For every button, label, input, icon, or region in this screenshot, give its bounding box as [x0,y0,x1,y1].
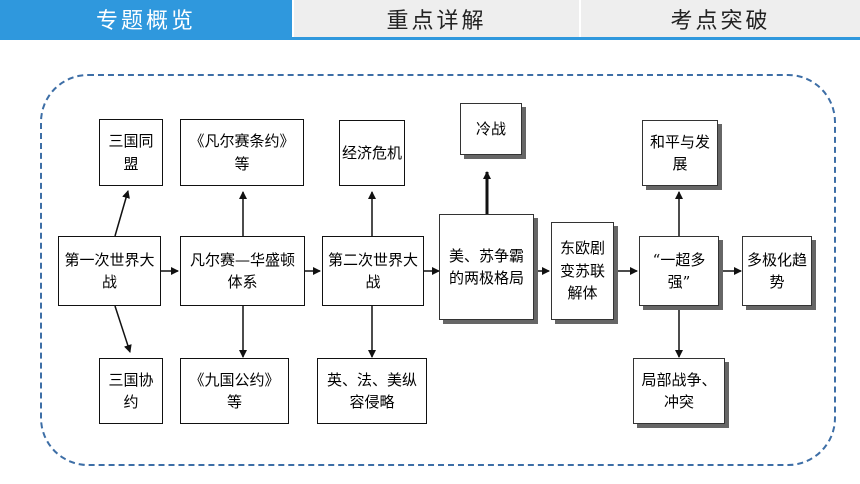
node-nine-power: 《九国公约》等 [180,358,289,424]
node-economic-crisis: 经济危机 [339,120,405,186]
node-vw-system: 凡尔赛—华盛顿体系 [180,236,305,306]
diagram-frame [40,74,836,466]
tab-key-points[interactable]: 重点详解 [292,0,579,37]
node-ww1: 第一次世界大战 [58,236,161,306]
node-conflicts: 局部战争、冲突 [633,358,725,424]
node-triple-alliance: 三国同盟 [99,119,163,186]
node-multipolar: 多极化趋势 [742,236,812,306]
node-cold-war: 冷战 [460,103,522,155]
tab-underline [0,37,860,40]
node-peace: 和平与发展 [642,120,718,186]
node-collapse: 东欧剧变苏联解体 [551,222,614,320]
arrow-ww1-to-alliance [114,190,130,237]
node-triple-entente: 三国协约 [99,358,163,424]
node-appeasement: 英、法、美纵容侵略 [317,358,427,424]
tab-bar: 专题概览 重点详解 考点突破 [0,0,860,37]
tab-exam-breakthrough[interactable]: 考点突破 [579,0,860,37]
node-versailles-treaty: 《凡尔赛条约》等 [180,119,304,186]
node-bipolar: 美、苏争霸的两极格局 [439,214,534,320]
arrow-ww1-to-entente [114,305,132,353]
tab-overview[interactable]: 专题概览 [0,0,292,37]
node-superpower: “一超多强” [639,236,719,306]
node-ww2: 第二次世界大战 [322,236,424,306]
